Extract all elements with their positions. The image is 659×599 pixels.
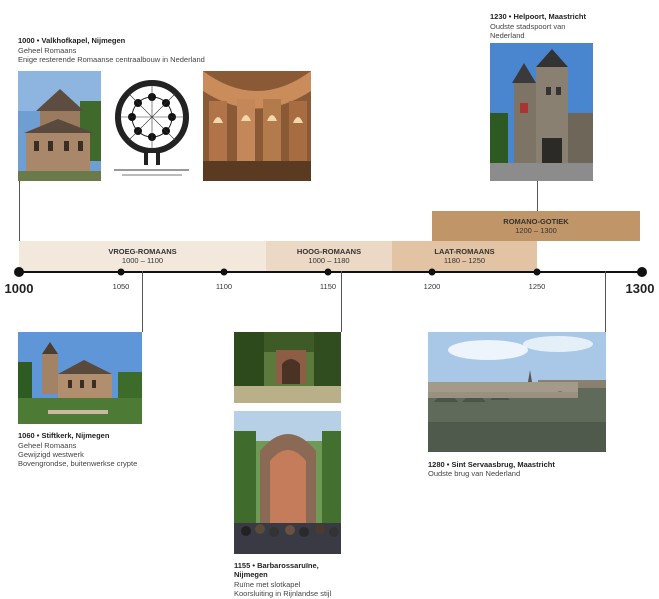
helpoort-desc-2: Nederland (490, 31, 525, 40)
helpoort-connector (537, 181, 538, 211)
valkhof-floorplan-drawing (104, 71, 199, 181)
servaas-title: 1280 • Sint Servaasbrug, Maastricht (428, 460, 555, 469)
period-romano-gotiek-range: 1200 – 1300 (515, 226, 557, 235)
valkhof-desc-1: Geheel Romaans (18, 46, 77, 55)
period-laat-romaans-name: LAAT-ROMAANS (434, 246, 495, 256)
timeline-start-label: 1000 (4, 281, 34, 296)
stiftkerk-title: 1060 • Stiftkerk, Nijmegen (18, 431, 110, 440)
valkhof-interior-photo (203, 71, 311, 181)
tick-label-1200: 1200 (423, 282, 441, 291)
helpoort-title: 1230 • Helpoort, Maastricht (490, 12, 586, 21)
barbarossa-desc-1: Ruïne met slotkapel (234, 580, 301, 589)
period-vroeg-romaans-name: VROEG-ROMAANS (108, 246, 177, 256)
barbarossa-connector (341, 271, 342, 332)
timeline-tick-1100 (220, 268, 228, 276)
barbarossa-title-2: Nijmegen (234, 570, 268, 579)
timeline-start-dot (14, 267, 24, 277)
tick-label-1050: 1050 (112, 282, 130, 291)
stiftkerk-desc-1: Geheel Romaans (18, 441, 77, 450)
timeline-end-dot (637, 267, 647, 277)
barbarossa-title-1: 1155 • Barbarossaruïne, (234, 561, 319, 570)
servaas-desc-1: Oudste brug van Nederland (428, 469, 521, 478)
servaas-bridge-photo (428, 332, 606, 452)
barbarossa-photo-2 (234, 411, 341, 554)
period-hoog-romaans-range: 1000 – 1180 (308, 256, 350, 265)
servaas-connector (605, 271, 606, 332)
timeline-end-label: 1300 (625, 281, 655, 296)
period-hoog-romaans-name: HOOG-ROMAANS (296, 246, 362, 256)
helpoort-desc-1: Oudste stadspoort van (490, 22, 566, 31)
tick-label-1250: 1250 (528, 282, 546, 291)
timeline-tick-1200 (428, 268, 436, 276)
barbarossa-desc-2: Koorsluiting in Rijnlandse stijl (234, 589, 332, 598)
stiftkerk-desc-3: Bovengrondse, buitenwerkse crypte (18, 459, 138, 468)
period-vroeg-romaans-range: 1000 – 1100 (121, 256, 164, 265)
valkhof-chapel-photo (18, 71, 101, 181)
valkhof-title: 1000 • Valkhofkapel, Nijmegen (18, 36, 126, 45)
period-romano-gotiek-name: ROMANO-GOTIEK (503, 216, 569, 226)
period-laat-romaans-range: 1180 – 1250 (443, 256, 486, 265)
tick-label-1150: 1150 (319, 282, 337, 291)
stiftkerk-photo (18, 332, 142, 424)
timeline-tick-1250 (533, 268, 541, 276)
tick-label-1100: 1100 (215, 282, 233, 291)
period-hoog-romaans: HOOG-ROMAANS 1000 – 1180 (266, 241, 392, 271)
barbarossa-photo-1 (234, 332, 341, 403)
valkhof-desc-2: Enige resterende Romaanse centraalbouw i… (18, 55, 205, 64)
period-laat-romaans: LAAT-ROMAANS 1180 – 1250 (392, 241, 537, 271)
stiftkerk-connector (142, 271, 143, 332)
helpoort-photo (490, 43, 593, 181)
timeline-tick-1050 (117, 268, 125, 276)
timeline-axis (14, 267, 647, 277)
timeline-tick-1150 (324, 268, 332, 276)
period-romano-gotiek: ROMANO-GOTIEK 1200 – 1300 (432, 211, 640, 241)
valkhof-connector (19, 181, 20, 271)
period-vroeg-romaans: VROEG-ROMAANS 1000 – 1100 (19, 241, 266, 271)
stiftkerk-desc-2: Gewijzigd westwerk (18, 450, 84, 459)
